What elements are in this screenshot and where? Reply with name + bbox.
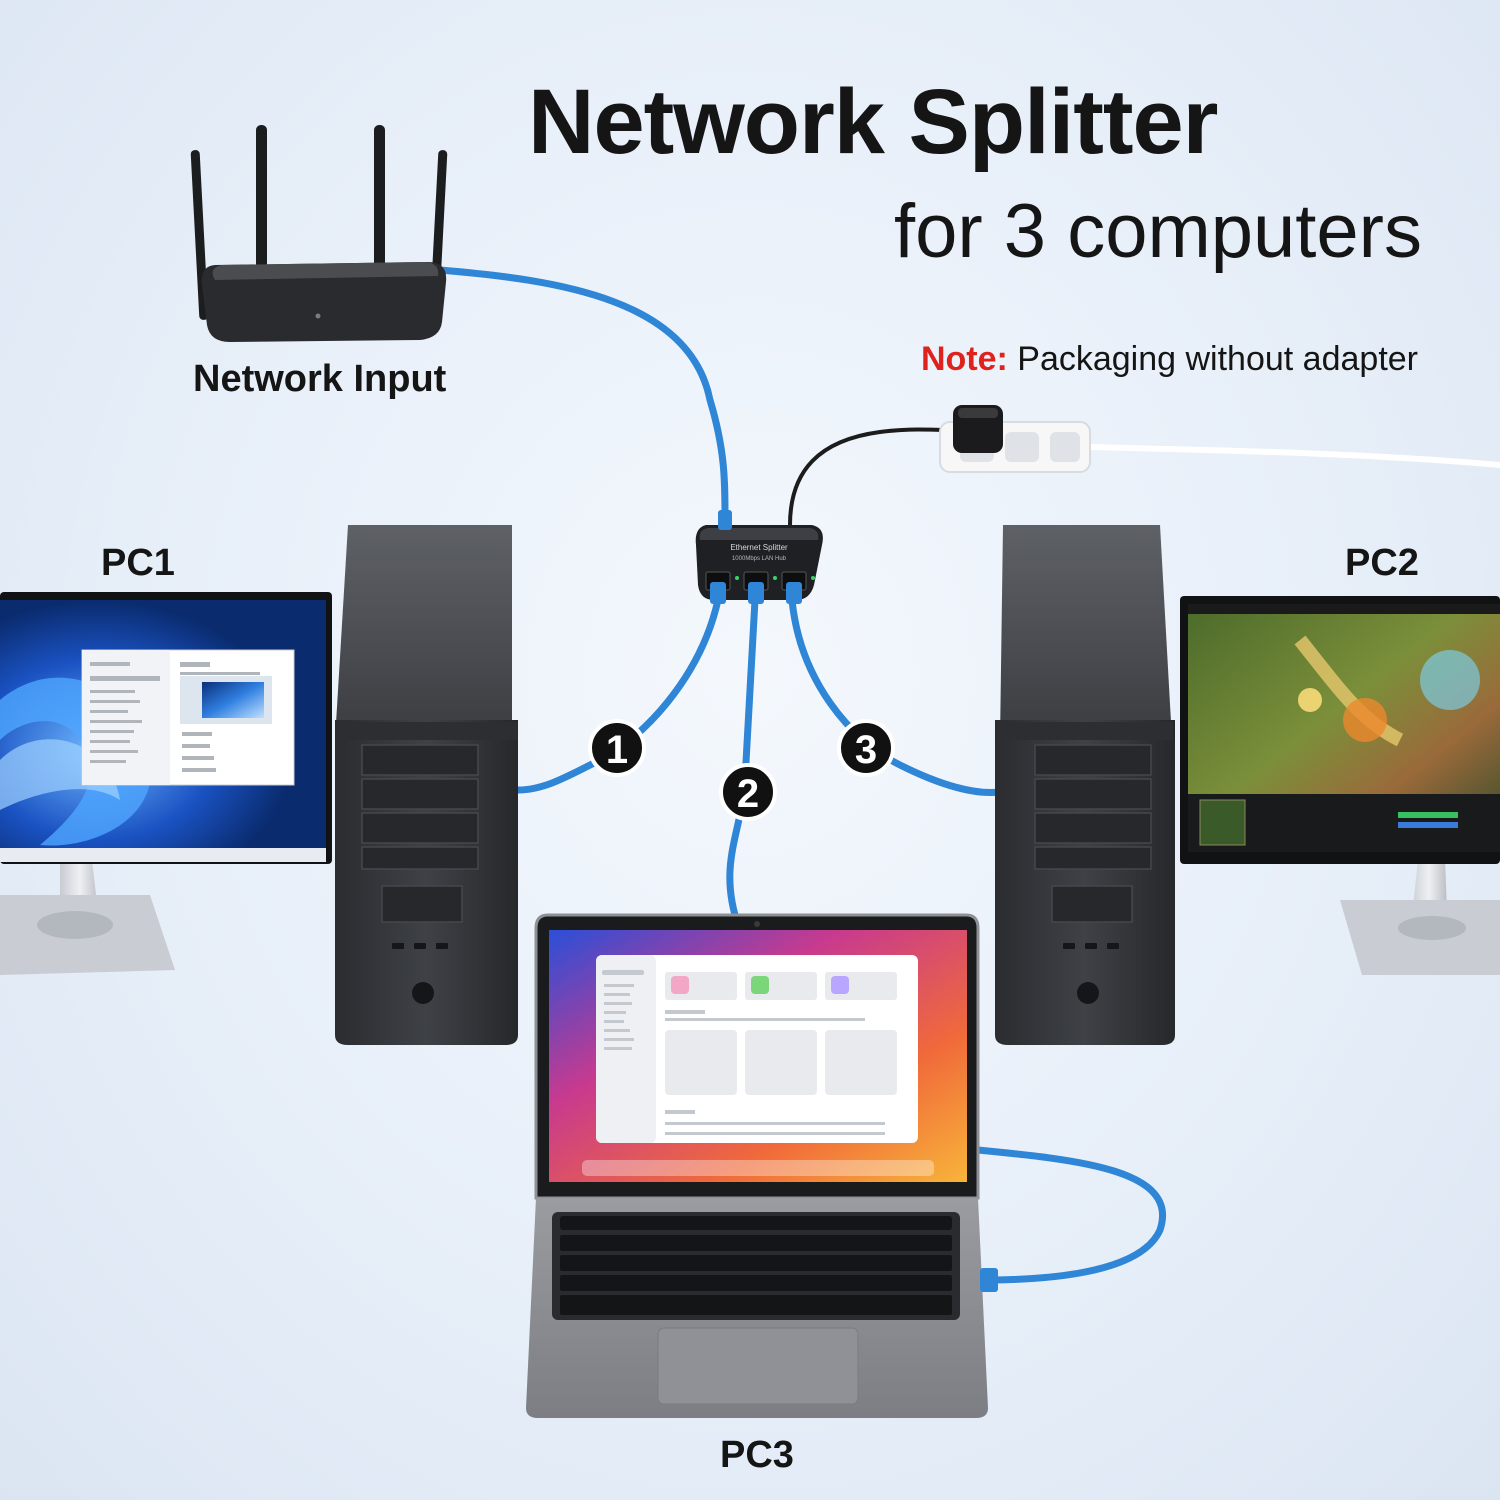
power-adapter — [953, 405, 1003, 453]
splitter-name: Ethernet Splitter — [730, 543, 788, 552]
cable-router-to-splitter — [436, 266, 729, 524]
dock — [582, 1160, 934, 1176]
cable-laptop-port — [974, 1146, 1166, 1284]
splitter-model: 1000Mbps LAN Hub — [732, 556, 787, 562]
router — [190, 125, 448, 342]
packaging-note: Note: Packaging without adapter — [921, 340, 1418, 379]
port-marker-3-label: 3 — [855, 728, 877, 772]
power-strip-cord — [1087, 444, 1500, 468]
port-marker-1: 1 — [588, 719, 646, 777]
pc1-monitor — [0, 592, 332, 975]
app-store-window — [596, 955, 918, 1143]
trackpad — [657, 1327, 859, 1405]
port-marker-2-label: 2 — [737, 772, 759, 816]
pc1-label: PC1 — [101, 542, 175, 584]
adapter-cable — [788, 427, 952, 527]
note-text: Packaging without adapter — [1017, 340, 1418, 378]
network-input-label: Network Input — [193, 358, 447, 400]
pc2-label: PC2 — [1345, 542, 1419, 584]
pc3-laptop — [526, 913, 998, 1418]
port-marker-1-label: 1 — [606, 728, 628, 772]
pc3-label: PC3 — [720, 1434, 794, 1476]
power-cables — [788, 427, 1500, 527]
note-label: Note: — [920, 340, 1008, 378]
power-strip — [939, 405, 1091, 473]
cable-port-3-pc2 — [788, 596, 1004, 796]
cable-port-2-pc3 — [726, 596, 759, 919]
page-subtitle: for 3 computers — [894, 189, 1422, 274]
settings-window — [81, 649, 295, 786]
pc2-tower — [995, 525, 1175, 1045]
pc1-tower — [335, 525, 518, 1045]
port-marker-2: 2 — [719, 763, 777, 821]
page-title: Network Splitter — [528, 71, 1218, 173]
port-marker-3: 3 — [837, 719, 895, 777]
pc2-monitor — [1180, 596, 1500, 975]
ethernet-splitter: Ethernet Splitter 1000Mbps LAN Hub — [695, 510, 823, 604]
